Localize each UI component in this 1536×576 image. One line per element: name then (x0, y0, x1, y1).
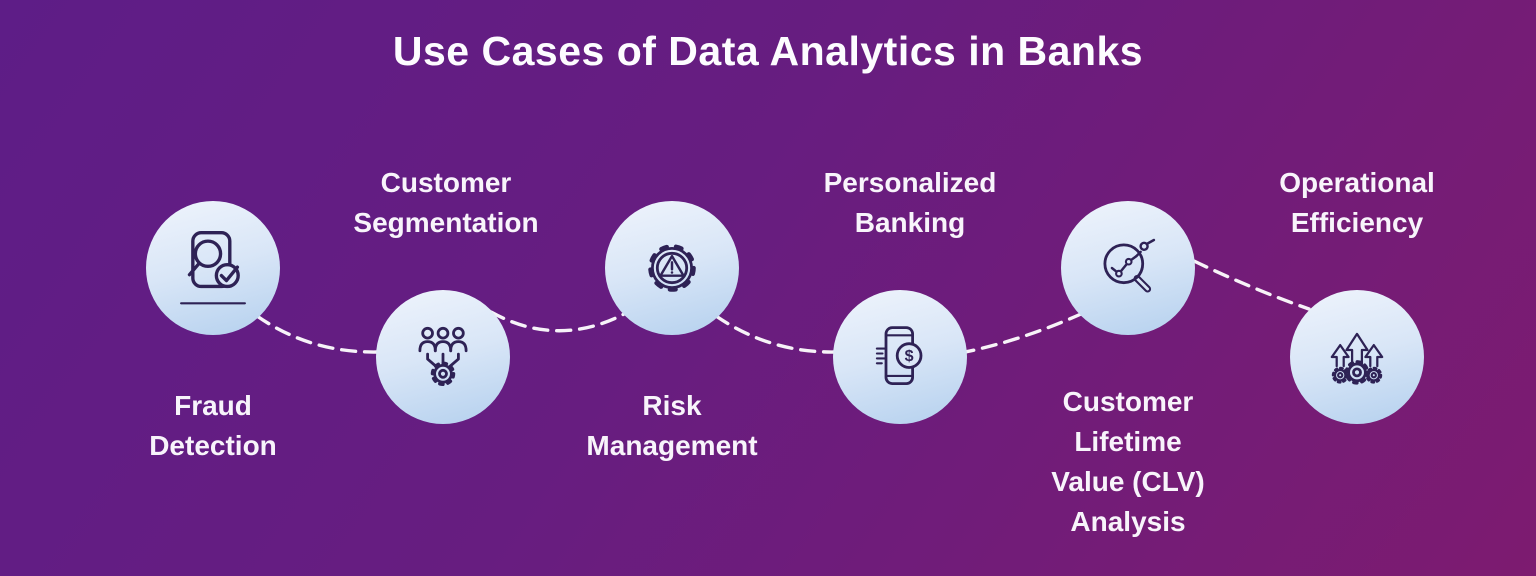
connector-line-1 (255, 314, 379, 354)
personalized-banking-icon: $ (875, 326, 923, 385)
page-title: Use Cases of Data Analytics in Banks (392, 28, 1144, 74)
node-label-risk-management: Risk Management (586, 390, 758, 461)
node-circle-customer-segmentation (376, 290, 510, 424)
node-circle-fraud-detection (146, 201, 280, 335)
node-label-personalized-banking: Personalized Banking (823, 167, 997, 238)
node-label-customer-segmentation: Customer Segmentation (353, 167, 539, 238)
clv-analysis-icon (1103, 238, 1156, 293)
node-label-fraud-detection: Fraud Detection (149, 390, 277, 461)
risk-management-icon (648, 244, 696, 292)
node-circle-clv-analysis (1061, 201, 1195, 335)
fraud-detection-icon (180, 231, 246, 305)
operational-efficiency-icon (1330, 332, 1384, 385)
connector-line-5 (1192, 259, 1311, 311)
connector-line-2 (489, 310, 628, 333)
connector-line-4 (958, 312, 1083, 355)
node-label-operational-efficiency: Operational Efficiency (1279, 167, 1435, 238)
customer-segmentation-icon (418, 326, 468, 387)
dollar-symbol: $ (905, 347, 914, 365)
node-circle-risk-management (605, 201, 739, 335)
node-circle-operational-efficiency (1290, 290, 1424, 424)
connector-line-3 (714, 314, 837, 354)
node-circle-personalized-banking: $ (833, 290, 967, 424)
node-label-clv-analysis: Customer Lifetime Value (CLV) Analysis (1051, 386, 1205, 537)
